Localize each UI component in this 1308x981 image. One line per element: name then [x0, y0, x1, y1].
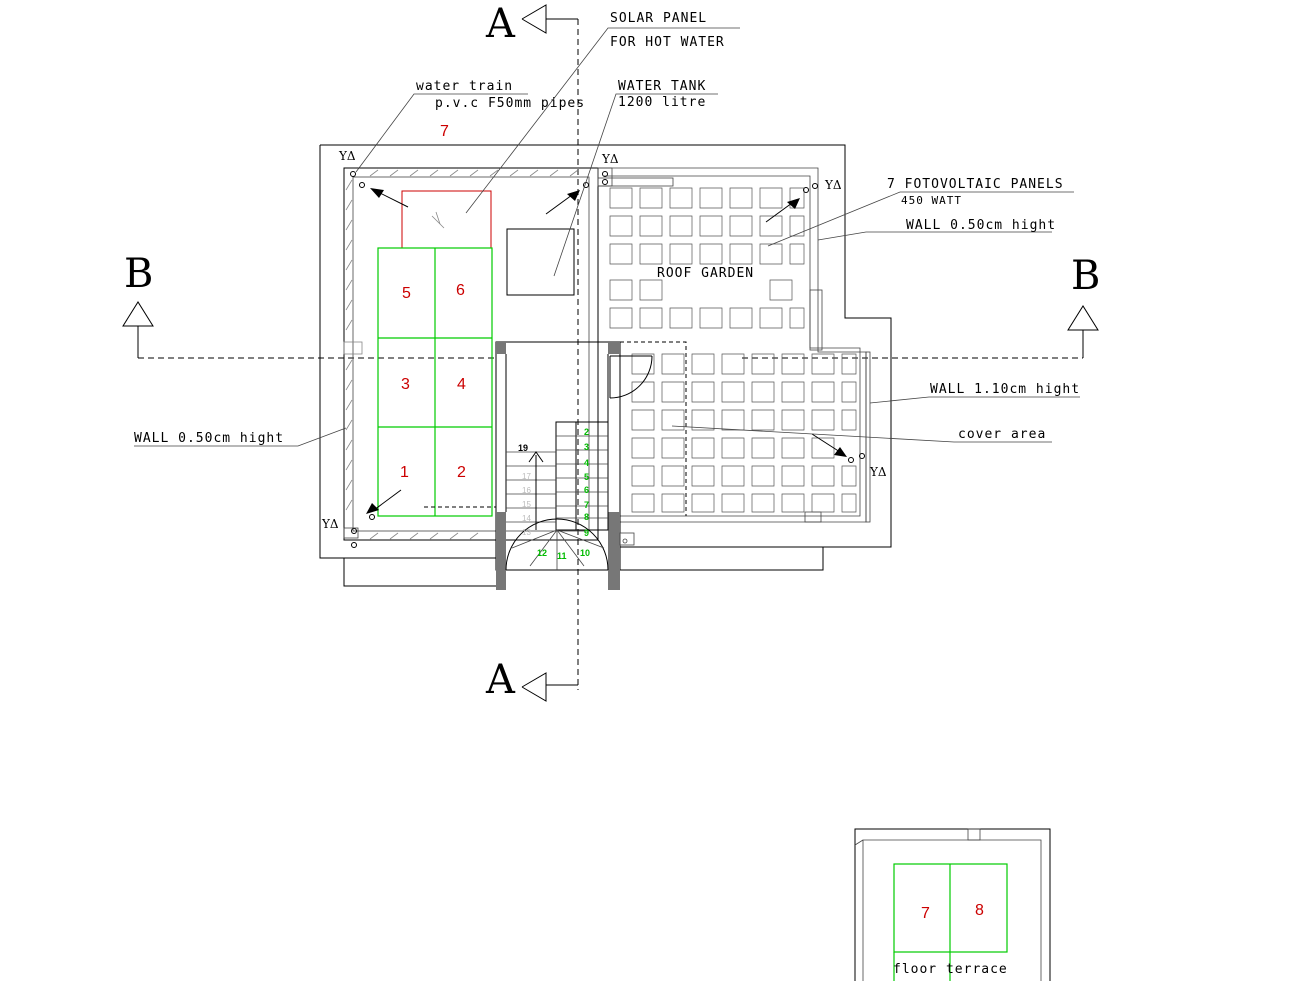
pv-panel-6: 6	[456, 282, 465, 299]
step-number-top: 19	[518, 443, 528, 453]
section-mark-a-top: A	[485, 1, 516, 47]
cover-area-outline	[620, 341, 687, 516]
pv-panel-7-top: 7	[440, 123, 449, 140]
label-solar-panel: SOLAR PANEL	[610, 11, 707, 26]
step-number: 5	[584, 472, 589, 482]
label-floor-terrace: floor terrace	[893, 962, 1008, 977]
step-number: 3	[584, 442, 589, 452]
section-mark-b-right: B	[1071, 253, 1100, 299]
step-number-faint: 17	[522, 472, 531, 481]
section-line-b	[122, 301, 1099, 359]
label-pvc-pipes: p.v.c F50mm pipes	[435, 96, 585, 111]
building-outline	[319, 144, 892, 587]
label-for-hot-water: FOR HOT WATER	[610, 35, 725, 50]
step-number: 6	[584, 485, 589, 495]
section-mark-a-bottom: A	[485, 657, 516, 703]
pv-panel-4: 4	[457, 376, 466, 393]
label-wall-050-left: WALL 0.50cm hight	[134, 431, 284, 446]
label-fotovoltaic-watt: 450 WATT	[901, 194, 962, 207]
floor-terrace-plan	[854, 828, 1051, 981]
step-number: 2	[584, 427, 589, 437]
step-number-faint: 14	[522, 514, 531, 523]
step-number: 8	[584, 512, 589, 522]
water-tank	[506, 228, 575, 296]
drain-symbol: ΥΔ	[338, 149, 356, 163]
step-number: 11	[557, 551, 567, 561]
section-line-a	[521, 4, 579, 702]
step-number: 12	[537, 548, 547, 558]
label-wall-110: WALL 1.10cm hight	[930, 382, 1080, 397]
left-parapet	[343, 167, 599, 541]
drain-points	[343, 167, 865, 548]
pv-panel-2: 2	[457, 464, 466, 481]
pv-panel-3: 3	[401, 376, 410, 393]
roof-garden-tiles	[609, 187, 857, 513]
step-number: 10	[580, 548, 590, 558]
leader-lines	[134, 27, 1080, 447]
step-number: 9	[584, 528, 589, 538]
label-wall-050-right: WALL 0.50cm hight	[906, 218, 1056, 233]
terrace-panel-7: 7	[921, 905, 930, 922]
solar-panel-box	[401, 190, 492, 248]
pv-panel-1: 1	[400, 464, 409, 481]
label-water-train: water train	[416, 79, 513, 94]
label-water-tank-capacity: 1200 litre	[618, 95, 706, 110]
terrace-panel-8: 8	[975, 902, 984, 919]
pv-panels-grid	[377, 247, 493, 517]
pv-panel-5: 5	[402, 285, 411, 302]
label-roof-garden: ROOF GARDEN	[657, 266, 754, 281]
label-cover-area: cover area	[958, 427, 1046, 442]
drain-symbol: ΥΔ	[601, 152, 619, 166]
step-number-faint: 15	[522, 500, 531, 509]
step-number: 7	[584, 500, 589, 510]
label-fotovoltaic-panels: 7 FOTOVOLTAIC PANELS	[887, 177, 1064, 192]
step-number-faint: 16	[522, 486, 531, 495]
drain-symbol: ΥΔ	[869, 465, 887, 479]
drain-symbol: ΥΔ	[824, 178, 842, 192]
drain-arrows	[366, 188, 847, 514]
step-number-faint: 13	[522, 528, 531, 537]
section-mark-b-left: B	[124, 251, 153, 297]
label-water-tank: WATER TANK	[618, 79, 706, 94]
stair-core	[495, 341, 653, 590]
step-number: 4	[584, 458, 589, 468]
drain-symbol: ΥΔ	[321, 517, 339, 531]
